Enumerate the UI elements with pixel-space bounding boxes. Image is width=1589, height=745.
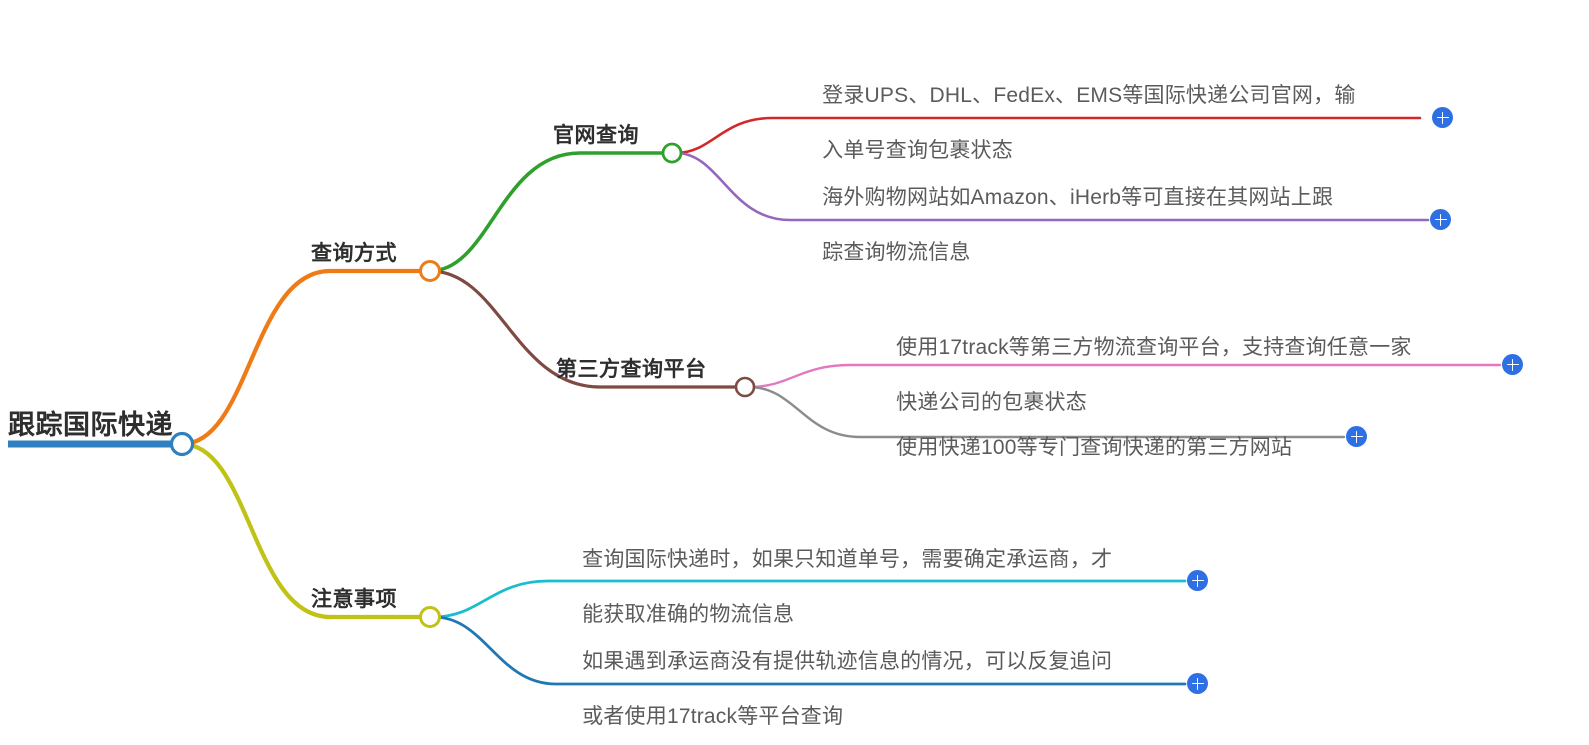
branch-label-query-methods[interactable]: 查询方式 <box>311 242 397 265</box>
edge-third-party-to-17track <box>747 363 1502 389</box>
node-circle-query-methods[interactable] <box>419 260 441 282</box>
edge-query-to-third-party <box>428 269 747 389</box>
edge-third-party-to-kuaidi100 <box>747 385 1346 439</box>
node-circle-official-site[interactable] <box>661 142 683 164</box>
node-circle-notes[interactable] <box>419 606 441 628</box>
expand-plus-button-overseas-shops[interactable] <box>1430 209 1451 230</box>
leaf-label-carrier-official-sites[interactable]: 登录UPS、DHL、FedEx、EMS等国际快递公司官网，输 入单号查询包裹状态 <box>798 54 1356 193</box>
leaf-label-kuaidi100[interactable]: 使用快递100等专门查询快递的第三方网站 <box>872 406 1292 489</box>
leaf-line: 能获取准确的物流信息 <box>582 603 795 627</box>
expand-plus-button-kuaidi100[interactable] <box>1346 426 1367 447</box>
leaf-line: 或者使用17track等平台查询 <box>582 705 844 729</box>
leaf-label-overseas-shops[interactable]: 海外购物网站如Amazon、iHerb等可直接在其网站上跟 踪查询物流信息 <box>798 156 1333 295</box>
leaf-line: 查询国际快递时，如果只知道单号，需要确定承运商，才 <box>582 547 1113 571</box>
expand-plus-button-carrier-official-sites[interactable] <box>1432 107 1453 128</box>
leaf-line: 登录UPS、DHL、FedEx、EMS等国际快递公司官网，输 <box>822 83 1356 107</box>
leaf-line: 使用快递100等专门查询快递的第三方网站 <box>896 435 1293 459</box>
branch-label-notes[interactable]: 注意事项 <box>311 588 397 611</box>
subbranch-label-third-party[interactable]: 第三方查询平台 <box>556 358 707 381</box>
node-circle-third-party[interactable] <box>734 376 756 398</box>
leaf-line: 踪查询物流信息 <box>822 241 971 265</box>
root-node-label[interactable]: 跟踪国际快递 <box>8 410 173 440</box>
expand-plus-button-17track[interactable] <box>1502 354 1523 375</box>
leaf-line: 快递公司的包裹状态 <box>896 391 1087 415</box>
leaf-label-17track[interactable]: 使用17track等第三方物流查询平台，支持查询任意一家 快递公司的包裹状态 <box>872 306 1412 445</box>
edge-official-to-carrier-sites <box>674 116 1422 155</box>
node-circle-root[interactable] <box>169 431 195 457</box>
leaf-label-confirm-carrier[interactable]: 查询国际快递时，如果只知道单号，需要确定承运商，才 能获取准确的物流信息 <box>558 518 1112 657</box>
expand-plus-button-no-tracking-info[interactable] <box>1187 673 1208 694</box>
subbranch-label-official-site[interactable]: 官网查询 <box>553 124 639 147</box>
edge-root-to-notes <box>179 441 433 620</box>
leaf-line: 使用17track等第三方物流查询平台，支持查询任意一家 <box>896 335 1412 359</box>
leaf-line: 如果遇到承运商没有提供轨迹信息的情况，可以反复追问 <box>582 649 1113 673</box>
leaf-line: 入单号查询包裹状态 <box>822 139 1013 163</box>
edge-root-to-query-methods <box>179 268 433 447</box>
expand-plus-button-confirm-carrier[interactable] <box>1187 570 1208 591</box>
edge-notes-to-confirm-carrier <box>432 579 1187 619</box>
edge-notes-to-no-tracking <box>432 615 1187 686</box>
leaf-label-no-tracking-info[interactable]: 如果遇到承运商没有提供轨迹信息的情况，可以反复追问 或者使用17track等平台… <box>558 620 1112 745</box>
edge-official-to-overseas-shops <box>674 151 1430 222</box>
leaf-line: 海外购物网站如Amazon、iHerb等可直接在其网站上跟 <box>822 185 1334 209</box>
edge-query-to-official-site <box>428 151 674 273</box>
